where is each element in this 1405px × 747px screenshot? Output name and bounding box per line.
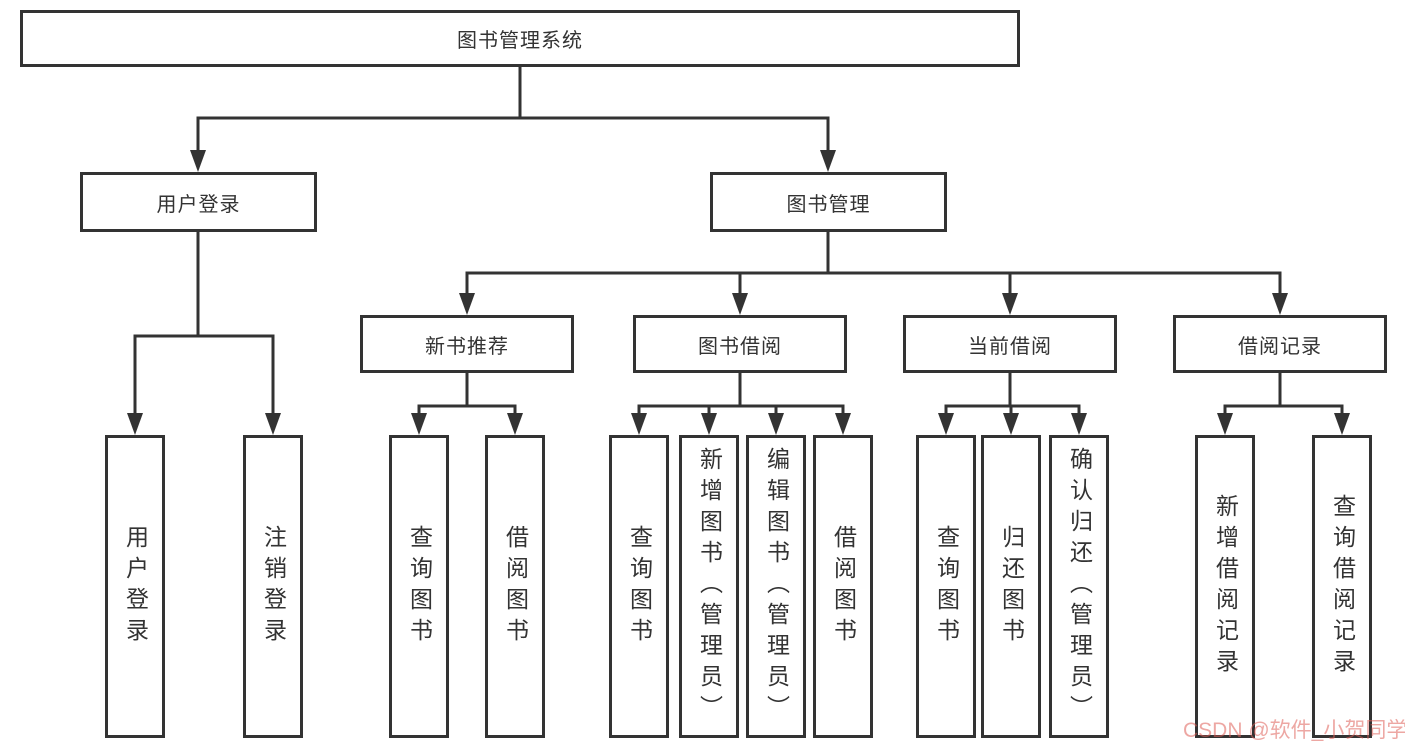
node-label: 新书推荐 xyxy=(425,335,509,358)
leaf-records-query-record: 查询借阅记录 xyxy=(1312,435,1372,738)
node-label: 图书管理 xyxy=(786,193,871,216)
arrowheads xyxy=(127,150,1350,435)
node-book-borrow: 图书借阅 xyxy=(633,315,847,373)
leaf-label: 查询图书 xyxy=(933,524,960,649)
leaf-current-query-books: 查询图书 xyxy=(916,435,976,738)
leaf-user-login: 用户登录 xyxy=(105,435,165,738)
leaf-label: 查询借阅记录 xyxy=(1329,493,1356,680)
leaf-label: 查询图书 xyxy=(406,524,433,649)
leaf-borrow-edit-books-admin: 编辑图书（管理员） xyxy=(746,435,806,738)
node-label: 用户登录 xyxy=(156,193,241,216)
leaf-newbook-borrow-books: 借阅图书 xyxy=(485,435,545,738)
leaf-logout: 注销登录 xyxy=(243,435,303,738)
leaf-label: 用户登录 xyxy=(122,524,149,649)
leaf-label: 借阅图书 xyxy=(830,524,857,649)
csdn-watermark: CSDN @软件_小贺同学 xyxy=(1183,719,1405,742)
leaf-newbook-query-books: 查询图书 xyxy=(389,435,449,738)
leaf-current-confirm-return-admin: 确认归还（管理员） xyxy=(1049,435,1109,738)
node-new-book-recommend: 新书推荐 xyxy=(360,315,574,373)
node-label: 图书管理系统 xyxy=(457,30,583,52)
node-borrow-records: 借阅记录 xyxy=(1173,315,1387,373)
node-library-system: 图书管理系统 xyxy=(20,10,1020,67)
node-book-management: 图书管理 xyxy=(710,172,947,232)
leaf-label: 新增借阅记录 xyxy=(1212,493,1239,680)
leaf-records-add-record: 新增借阅记录 xyxy=(1195,435,1255,738)
node-user-login: 用户登录 xyxy=(80,172,317,232)
node-label: 当前借阅 xyxy=(968,335,1052,358)
leaf-label: 确认归还（管理员） xyxy=(1066,447,1093,726)
node-current-borrow: 当前借阅 xyxy=(903,315,1117,373)
leaf-label: 注销登录 xyxy=(260,524,287,649)
leaf-label: 新增图书（管理员） xyxy=(696,447,723,726)
leaf-borrow-borrow-books: 借阅图书 xyxy=(813,435,873,738)
leaf-label: 编辑图书（管理员） xyxy=(763,447,790,726)
leaf-borrow-query-books: 查询图书 xyxy=(609,435,669,738)
node-label: 借阅记录 xyxy=(1238,335,1322,358)
leaf-borrow-add-books-admin: 新增图书（管理员） xyxy=(679,435,739,738)
leaf-label: 归还图书 xyxy=(998,524,1025,649)
node-label: 图书借阅 xyxy=(698,335,782,358)
leaf-label: 查询图书 xyxy=(626,524,653,649)
leaf-current-return-books: 归还图书 xyxy=(981,435,1041,738)
leaf-label: 借阅图书 xyxy=(502,524,529,649)
